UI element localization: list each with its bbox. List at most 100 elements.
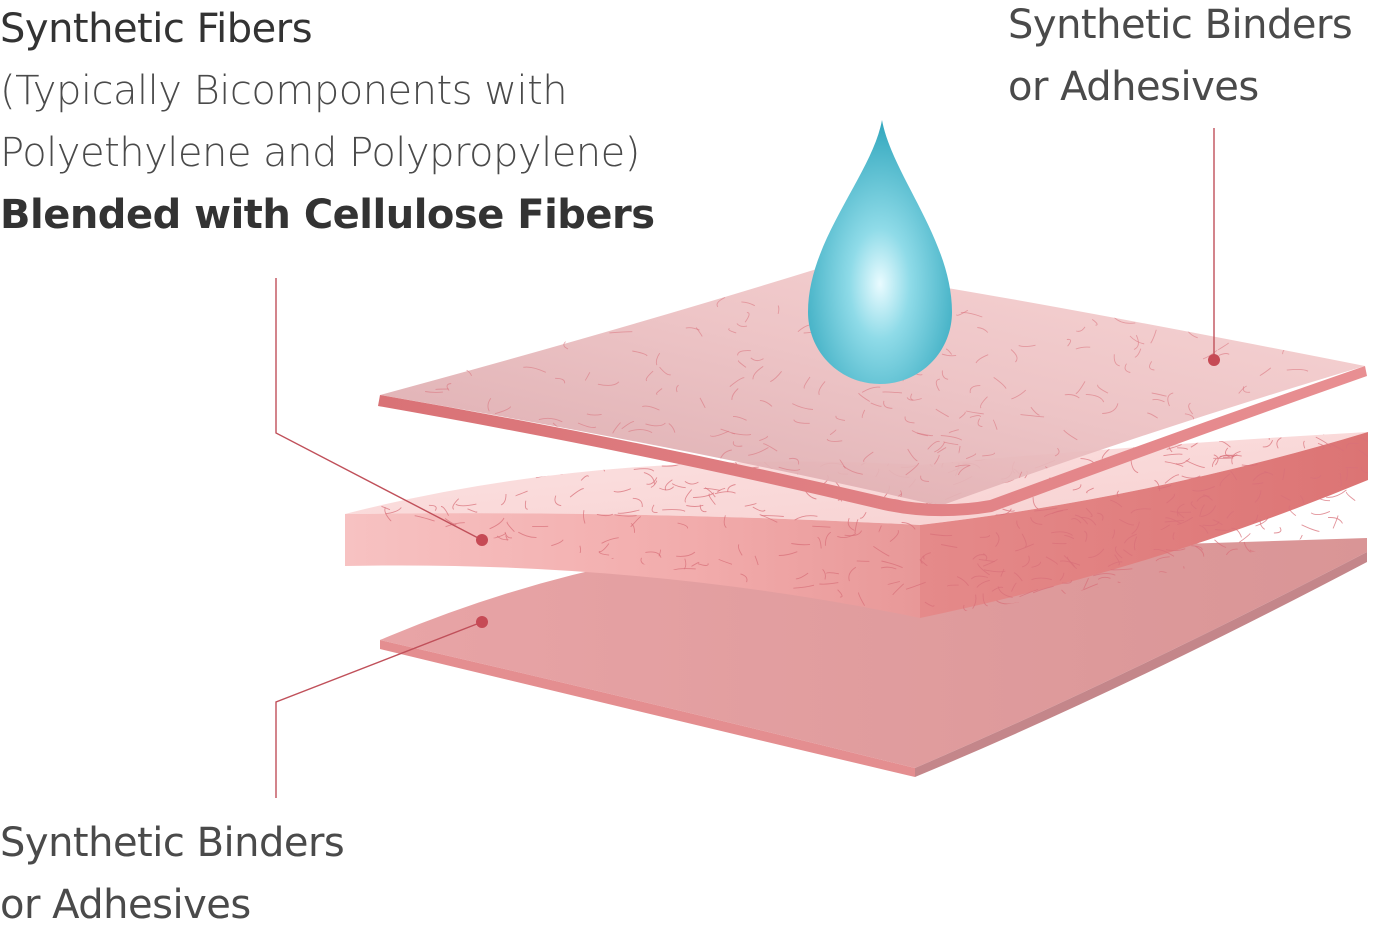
fiber-strand — [416, 304, 429, 309]
fiber-strand — [1252, 327, 1256, 336]
fiber-strand — [459, 471, 471, 480]
fiber-strand — [1244, 423, 1254, 426]
fiber-strand — [1317, 590, 1323, 597]
fiber-strand — [1294, 431, 1312, 433]
fiber-strand — [461, 473, 465, 481]
fiber-strand — [463, 475, 469, 485]
fiber-strand — [366, 432, 377, 441]
middle-layer-label-line2: (Typically Bicomponents with — [0, 60, 655, 122]
fiber-strand — [516, 455, 522, 461]
fiber-strand — [1138, 438, 1146, 442]
fiber-strand — [428, 464, 441, 472]
fiber-strand — [1290, 320, 1297, 331]
fiber-strand — [510, 472, 533, 474]
fiber-strand — [422, 430, 435, 434]
fiber-strand — [1107, 302, 1118, 309]
fiber-strand — [404, 483, 425, 486]
fiber-strand — [462, 468, 474, 471]
fiber-strand — [596, 449, 604, 455]
fiber-strand — [463, 565, 472, 575]
fiber-strand — [459, 438, 464, 446]
fiber-strand — [437, 598, 448, 604]
fiber-strand — [412, 587, 422, 596]
fiber-strand — [352, 580, 359, 585]
leader-dot-middle — [476, 534, 488, 546]
fiber-strand — [451, 467, 461, 470]
fiber-strand — [491, 459, 502, 471]
fiber-strand — [1294, 332, 1300, 343]
fiber-strand — [368, 582, 390, 588]
fiber-strand — [1323, 424, 1325, 435]
middle-layer-label-line1: Synthetic Fibers — [0, 0, 655, 60]
fiber-strand — [520, 469, 524, 476]
fiber-strand — [424, 461, 428, 467]
fiber-strand — [1262, 308, 1268, 318]
fiber-strand — [457, 473, 466, 480]
fiber-strand — [352, 449, 369, 453]
fiber-strand — [450, 358, 472, 360]
fiber-strand — [1288, 425, 1299, 429]
middle-layer-label-line4: Blended with Cellulose Fibers — [0, 184, 655, 246]
fiber-strand — [1346, 492, 1355, 501]
fiber-strand — [515, 320, 536, 325]
fiber-strand — [560, 468, 565, 475]
fiber-strand — [1332, 601, 1353, 603]
fiber-strand — [549, 329, 558, 334]
fiber-strand — [433, 448, 451, 451]
fiber-strand — [409, 576, 419, 586]
fiber-strand — [598, 291, 607, 303]
fiber-strand — [557, 453, 562, 459]
fiber-strand — [443, 435, 450, 442]
top-layer-label-line1: Synthetic Binders — [1008, 0, 1352, 56]
fiber-strand — [1343, 586, 1354, 599]
fiber-strand — [1265, 305, 1285, 306]
bottom-layer-label-line2: or Adhesives — [0, 874, 344, 936]
fiber-strand — [1236, 323, 1240, 333]
fiber-strand — [435, 438, 438, 450]
fiber-strand — [590, 301, 598, 306]
fiber-strand — [394, 477, 410, 481]
fiber-strand — [406, 435, 418, 438]
fiber-strand — [461, 436, 478, 444]
fiber-strand — [409, 437, 424, 448]
fiber-strand — [347, 600, 351, 608]
water-droplet-icon — [808, 120, 952, 384]
fiber-strand — [556, 448, 579, 451]
fiber-strand — [401, 447, 411, 457]
leader-dot-top — [1208, 354, 1220, 366]
fiber-strand — [1239, 321, 1245, 327]
fiber-strand — [348, 425, 357, 438]
fiber-strand — [1270, 336, 1288, 345]
leader-dot-bottom — [476, 616, 488, 628]
fiber-strand — [675, 297, 678, 303]
fiber-strand — [354, 459, 368, 469]
fiber-strand — [521, 320, 523, 332]
fiber-strand — [1240, 422, 1251, 434]
middle-layer-label: Synthetic Fibers (Typically Bicomponents… — [0, 0, 655, 246]
fiber-strand — [460, 432, 467, 437]
fiber-strand — [390, 597, 402, 604]
fiber-strand — [392, 469, 397, 478]
fiber-strand — [1134, 297, 1150, 302]
fiber-strand — [388, 454, 398, 458]
middle-layer-label-line3: Polyethylene and Polypropylene) — [0, 122, 655, 184]
top-layer-label-line2: or Adhesives — [1008, 56, 1352, 118]
fiber-strand — [454, 444, 461, 455]
fiber-strand — [492, 440, 507, 442]
fiber-strand — [1247, 423, 1249, 435]
fiber-strand — [1361, 530, 1373, 537]
fiber-strand — [1274, 527, 1281, 533]
fiber-strand — [520, 444, 523, 455]
fiber-strand — [390, 482, 403, 486]
bottom-layer-label: Synthetic Binders or Adhesives — [0, 812, 344, 936]
fiber-strand — [421, 485, 435, 494]
fiber-strand — [479, 452, 488, 456]
fiber-strand — [433, 593, 436, 601]
fiber-strand — [416, 436, 434, 442]
fiber-strand — [520, 574, 526, 587]
fiber-strand — [592, 467, 602, 471]
fiber-strand — [415, 448, 436, 454]
fiber-strand — [588, 315, 605, 316]
fiber-strand — [488, 569, 511, 572]
bottom-layer-label-line1: Synthetic Binders — [0, 812, 344, 874]
